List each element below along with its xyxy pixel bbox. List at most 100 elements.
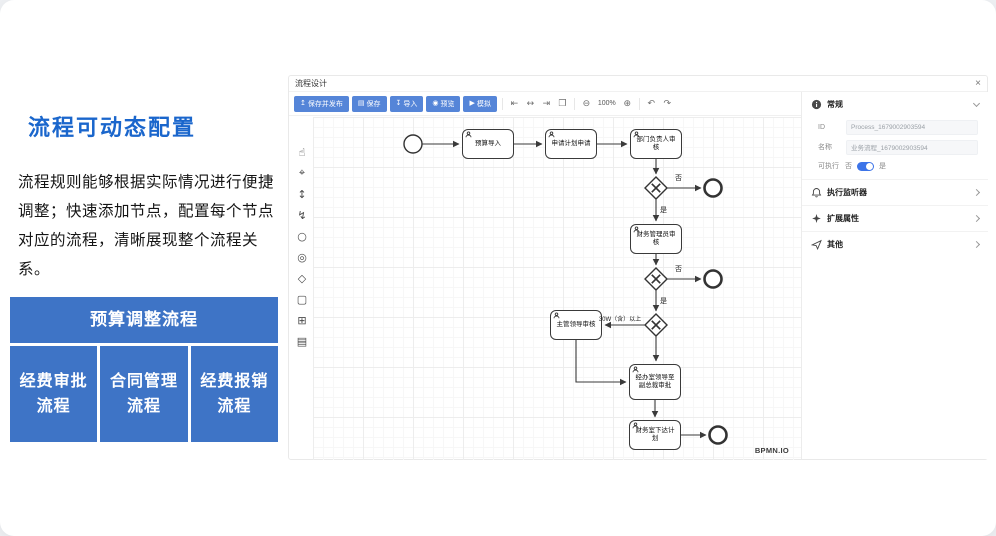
user-task-icon (548, 131, 555, 138)
info-icon (811, 99, 822, 110)
zoom-out-icon[interactable]: ⊖ (580, 97, 593, 111)
close-icon[interactable]: × (975, 77, 981, 89)
window-titlebar: 流程设计 × (289, 76, 987, 92)
sequence-flows (403, 134, 728, 445)
executable-label: 可执行 (818, 163, 839, 170)
task-label: 申请计划申请 (551, 139, 591, 147)
flow-label: 否 (675, 266, 682, 273)
section-extensions[interactable]: 扩展属性 (802, 205, 988, 231)
properties-panel: 常规 ID 名称 可执行 否 是 执行监听器 (801, 92, 988, 459)
global-connect-icon[interactable]: ↯ (297, 208, 307, 222)
subprocess-icon[interactable]: ⊞ (297, 313, 307, 327)
diagram-canvas[interactable]: 预算导入 申请计划申请 部门负责人审核 财务管理员审核 主管领导审核 经办室领导… (313, 117, 801, 460)
process-name-input[interactable] (846, 139, 978, 155)
space-tool-icon[interactable]: ↕ (297, 187, 307, 201)
executable-toggle[interactable] (857, 161, 874, 171)
task-label: 经办室领导至副总裁审批 (635, 373, 675, 389)
user-task-icon (465, 131, 472, 138)
lasso-tool-icon[interactable]: ⌖ (298, 166, 306, 179)
field-executable: 可执行 否 是 (802, 157, 988, 179)
bpmn-task[interactable]: 主管领导审核 (550, 310, 602, 340)
flow-label: 是 (660, 298, 667, 305)
save-button[interactable]: ▤ 保存 (351, 95, 387, 112)
bpmn-task[interactable]: 预算导入 (462, 129, 514, 159)
section-general[interactable]: 常规 (802, 92, 988, 117)
publish-icon: ↥ (300, 99, 306, 107)
id-label: ID (818, 123, 825, 131)
toolbar-divider (638, 97, 640, 110)
data-store-icon[interactable]: ▤ (296, 334, 308, 348)
end-event-node[interactable] (708, 425, 728, 445)
user-task-icon (633, 226, 640, 233)
align-left-icon[interactable]: ⇤ (508, 97, 521, 111)
chevron-right-icon (972, 240, 981, 249)
button-label: 保存 (366, 100, 381, 108)
bpmn-task[interactable]: 财务管理员审核 (630, 224, 682, 254)
bpmn-io-watermark: BPMN.IO (754, 446, 789, 455)
gateway-icon[interactable]: ◇ (297, 271, 307, 285)
hand-tool-icon[interactable]: ☝ (298, 145, 306, 159)
palette: ☝ ⌖ ↕ ↯ ○ ◎ ◇ ▢ ⊞ ▤ (292, 142, 314, 351)
toolbar-divider (501, 97, 503, 110)
toggle-off-label: 否 (845, 163, 852, 170)
align-center-icon[interactable]: ↔ (524, 97, 537, 111)
zoom-level: 100% (597, 100, 616, 107)
section-title: 执行监听器 (827, 188, 867, 197)
bpmn-task[interactable]: 经办室领导至副总裁审批 (629, 364, 681, 400)
end-event-node[interactable] (703, 178, 723, 198)
task-icon[interactable]: ▢ (296, 292, 308, 306)
exclusive-gateway-node[interactable] (644, 313, 668, 337)
section-listeners[interactable]: 执行监听器 (802, 179, 988, 205)
exclusive-gateway-node[interactable] (644, 267, 668, 291)
task-label: 财务室下达计划 (635, 426, 675, 442)
start-event-icon[interactable]: ○ (297, 229, 307, 243)
process-table-header: 预算调整流程 (10, 297, 278, 343)
save-publish-button[interactable]: ↥ 保存并发布 (294, 95, 349, 112)
fit-viewport-icon[interactable]: ❒ (556, 97, 569, 111)
paper-plane-icon (811, 239, 822, 250)
window-title: 流程设计 (295, 79, 327, 88)
toolbar-divider (573, 97, 575, 110)
start-event-node[interactable] (403, 134, 423, 154)
process-table-cell: 合同管理流程 (100, 346, 188, 442)
button-label: 保存并发布 (307, 100, 343, 108)
toggle-on-label: 是 (879, 163, 886, 170)
redo-icon[interactable]: ↷ (661, 97, 674, 111)
flow-label: 30W（含）以上 (598, 317, 642, 323)
section-title: 其他 (827, 240, 843, 249)
flow-label: 否 (675, 175, 682, 182)
flow-label: 是 (660, 207, 667, 214)
feature-title: 流程可动态配置 (28, 115, 197, 140)
bpmn-task[interactable]: 部门负责人审核 (630, 129, 682, 159)
task-label: 主管领导审核 (556, 320, 596, 328)
section-other[interactable]: 其他 (802, 231, 988, 257)
user-task-icon (632, 422, 639, 429)
task-label: 财务管理员审核 (636, 230, 676, 246)
chevron-right-icon (972, 188, 981, 197)
chevron-down-icon (972, 99, 981, 108)
preview-button[interactable]: ◉ 预览 (426, 95, 461, 112)
task-label: 预算导入 (475, 139, 501, 147)
exclusive-gateway-node[interactable] (644, 176, 668, 200)
toolbar: ↥ 保存并发布 ▤ 保存 ↧ 导入 ◉ 预览 ▶ 模拟 ⇤ ↔ ⇥ (289, 92, 801, 116)
zoom-in-icon[interactable]: ⊕ (621, 97, 634, 111)
simulate-button[interactable]: ▶ 模拟 (463, 95, 497, 112)
field-id: ID (802, 117, 988, 137)
field-name: 名称 (802, 137, 988, 157)
save-icon: ▤ (357, 99, 365, 107)
undo-icon[interactable]: ↶ (645, 97, 658, 111)
sparkle-icon (812, 214, 821, 223)
task-label: 部门负责人审核 (636, 135, 676, 151)
end-event-node[interactable] (703, 269, 723, 289)
bpmn-task[interactable]: 财务室下达计划 (629, 420, 681, 450)
user-task-icon (553, 312, 560, 319)
align-right-icon[interactable]: ⇥ (540, 97, 553, 111)
process-id-input[interactable] (846, 119, 978, 135)
simulate-icon: ▶ (469, 99, 475, 107)
bpmn-task[interactable]: 申请计划申请 (545, 129, 597, 159)
import-button[interactable]: ↧ 导入 (389, 95, 424, 112)
intermediate-event-icon[interactable]: ◎ (297, 250, 307, 264)
name-label: 名称 (818, 144, 832, 151)
preview-icon: ◉ (432, 99, 439, 107)
process-table: 预算调整流程 经费审批流程 合同管理流程 经费报销流程 (10, 297, 278, 442)
